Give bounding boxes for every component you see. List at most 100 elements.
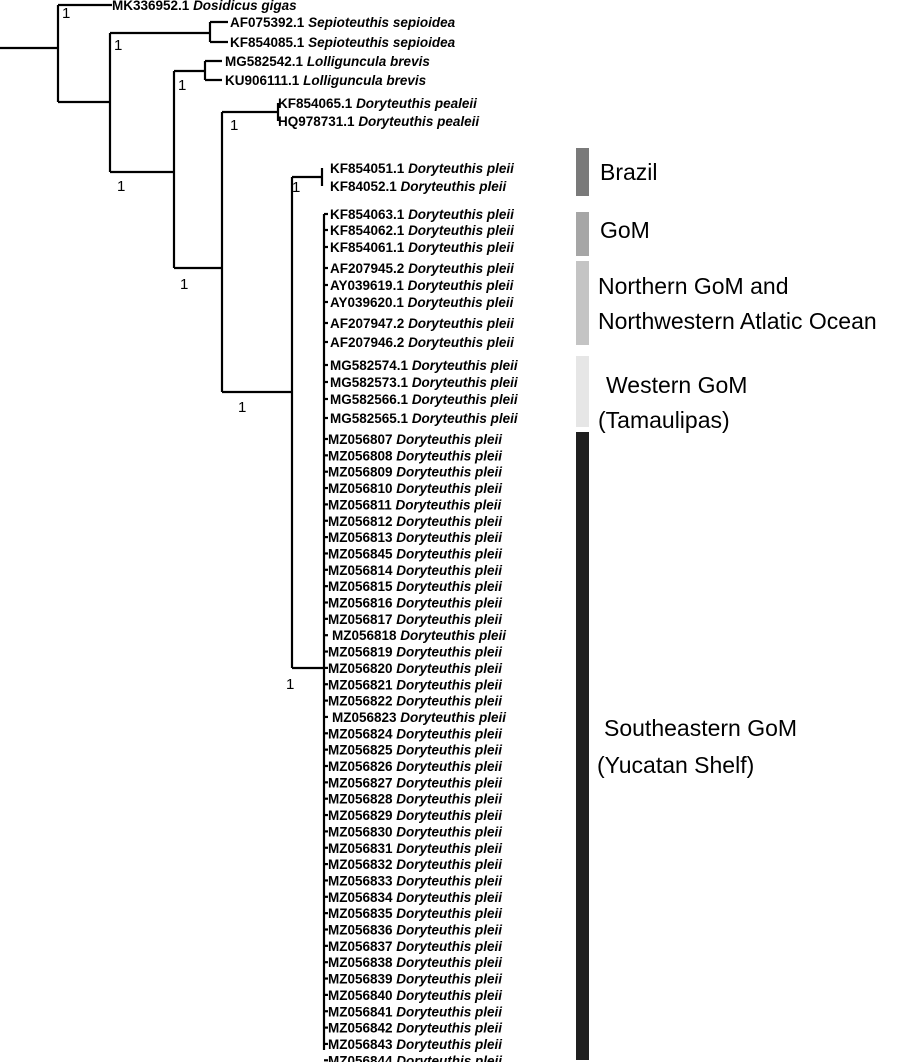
- accession-number: MZ056831: [328, 841, 396, 856]
- species-name: Doryteuthis pleii: [396, 530, 502, 545]
- accession-number: MZ056813: [328, 530, 396, 545]
- leaf-label: MZ056824 Doryteuthis pleii: [328, 726, 502, 741]
- leaf-label: AY039620.1 Doryteuthis pleii: [330, 295, 514, 310]
- accession-number: MG582573.1: [330, 375, 412, 390]
- leaf-label: HQ978731.1 Doryteuthis pealeii: [278, 114, 479, 129]
- accession-number: MG582542.1: [225, 54, 307, 69]
- accession-number: MZ056827: [328, 775, 396, 790]
- group-label: GoM: [600, 217, 650, 243]
- accession-number: MZ056825: [328, 743, 396, 758]
- leaf-label: MZ056823 Doryteuthis pleii: [332, 710, 506, 725]
- species-name: Doryteuthis pleii: [396, 759, 502, 774]
- accession-number: MZ056816: [328, 596, 396, 611]
- accession-number: AF207945.2: [330, 261, 408, 276]
- leaf-label: MZ056826 Doryteuthis pleii: [328, 759, 502, 774]
- accession-number: MZ056824: [328, 726, 396, 741]
- species-name: Lolliguncula brevis: [307, 54, 431, 69]
- species-name: Doryteuthis pleii: [396, 546, 502, 561]
- support-value: 1: [114, 37, 122, 54]
- accession-number: MZ056837: [328, 939, 396, 954]
- leaf-label: MZ056831 Doryteuthis pleii: [328, 841, 502, 856]
- species-name: Doryteuthis pleii: [400, 710, 506, 725]
- accession-number: MZ056811: [328, 497, 396, 512]
- leaf-label: KF854061.1 Doryteuthis pleii: [330, 240, 514, 255]
- species-name: Doryteuthis pleii: [396, 841, 502, 856]
- accession-number: MZ056810: [328, 481, 396, 496]
- leaf-label: AF207946.2 Doryteuthis pleii: [330, 335, 514, 350]
- leaf-label: MZ056813 Doryteuthis pleii: [328, 530, 502, 545]
- group-label: Western GoM: [606, 372, 747, 398]
- group-bar: [576, 261, 589, 345]
- leaf-label: MZ056836 Doryteuthis pleii: [328, 923, 502, 938]
- leaf-label: MZ056845 Doryteuthis pleii: [328, 546, 502, 561]
- leaf-label: MZ056812 Doryteuthis pleii: [328, 514, 502, 529]
- accession-number: MZ056815: [328, 579, 396, 594]
- accession-number: AY039619.1: [330, 278, 408, 293]
- leaf-label: MK336952.1 Dosidicus gigas: [112, 0, 297, 13]
- species-name: Doryteuthis pleii: [396, 1004, 502, 1019]
- species-name: Doryteuthis pleii: [396, 955, 502, 970]
- species-name: Doryteuthis pleii: [396, 972, 502, 987]
- species-name: Doryteuthis pleii: [408, 295, 514, 310]
- species-name: Doryteuthis pleii: [401, 179, 507, 194]
- leaf-label: MZ056843 Doryteuthis pleii: [328, 1037, 502, 1052]
- accession-number: MZ056819: [328, 645, 396, 660]
- leaf-label: MZ056840 Doryteuthis pleii: [328, 988, 502, 1003]
- accession-number: MZ056826: [328, 759, 396, 774]
- leaf-label: MZ056841 Doryteuthis pleii: [328, 1004, 502, 1019]
- support-value: 1: [286, 676, 294, 693]
- species-name: Doryteuthis pleii: [396, 1037, 502, 1052]
- leaf-label: KF854063.1 Doryteuthis pleii: [330, 207, 514, 222]
- species-name: Doryteuthis pleii: [396, 645, 502, 660]
- accession-number: KU906111.1: [225, 73, 303, 88]
- species-name: Doryteuthis pleii: [408, 240, 514, 255]
- accession-number: MK336952.1: [112, 0, 193, 13]
- leaf-label: MZ056821 Doryteuthis pleii: [328, 677, 502, 692]
- leaf-label: MZ056842 Doryteuthis pleii: [328, 1021, 502, 1036]
- species-name: Doryteuthis pleii: [396, 465, 502, 480]
- species-name: Doryteuthis pleii: [408, 278, 514, 293]
- accession-number: MZ056832: [328, 857, 396, 872]
- group-label: (Yucatan Shelf): [597, 752, 754, 778]
- group-label: Northwestern Atlatic Ocean: [598, 308, 877, 334]
- accession-number: MZ056812: [328, 514, 396, 529]
- leaf-label: MZ056838 Doryteuthis pleii: [328, 955, 502, 970]
- group-bar: [576, 356, 589, 427]
- support-value: 1: [292, 179, 300, 196]
- species-name: Doryteuthis pleii: [412, 358, 518, 373]
- species-name: Sepioteuthis sepioidea: [308, 15, 456, 30]
- accession-number: MZ056818: [332, 628, 400, 643]
- species-name: Doryteuthis pleii: [396, 579, 502, 594]
- leaf-label: MZ056811 Doryteuthis pleii: [328, 497, 502, 512]
- group-bar: [576, 148, 589, 196]
- accession-number: MZ056840: [328, 988, 396, 1003]
- species-name: Doryteuthis pleii: [400, 628, 506, 643]
- leaf-label: KF84052.1 Doryteuthis pleii: [330, 179, 507, 194]
- accession-number: HQ978731.1: [278, 114, 358, 129]
- accession-number: MZ056830: [328, 824, 396, 839]
- accession-number: KF84052.1: [330, 179, 401, 194]
- group-label: Northern GoM and: [598, 273, 788, 299]
- species-name: Doryteuthis pleii: [396, 612, 502, 627]
- species-name: Doryteuthis pleii: [396, 726, 502, 741]
- accession-number: MZ056821: [328, 677, 396, 692]
- leaf-label: MZ056825 Doryteuthis pleii: [328, 743, 502, 758]
- tree-branches: [0, 3, 328, 1062]
- leaf-label: MZ056818 Doryteuthis pleii: [332, 628, 506, 643]
- accession-number: MZ056844: [328, 1053, 396, 1062]
- species-name: Doryteuthis pleii: [412, 411, 518, 426]
- leaf-label: MZ056814 Doryteuthis pleii: [328, 563, 502, 578]
- support-value: 1: [230, 117, 238, 134]
- leaf-label: KU906111.1 Lolliguncula brevis: [225, 73, 427, 88]
- species-name: Doryteuthis pleii: [396, 775, 502, 790]
- leaf-label: MZ056817 Doryteuthis pleii: [328, 612, 502, 627]
- leaf-label: MG582573.1 Doryteuthis pleii: [330, 375, 518, 390]
- leaf-label: MZ056809 Doryteuthis pleii: [328, 465, 502, 480]
- accession-number: KF854061.1: [330, 240, 408, 255]
- species-name: Doryteuthis pleii: [396, 514, 502, 529]
- accession-number: MZ056841: [328, 1004, 396, 1019]
- leaf-label: MZ056833 Doryteuthis pleii: [328, 873, 502, 888]
- support-value: 1: [178, 77, 186, 94]
